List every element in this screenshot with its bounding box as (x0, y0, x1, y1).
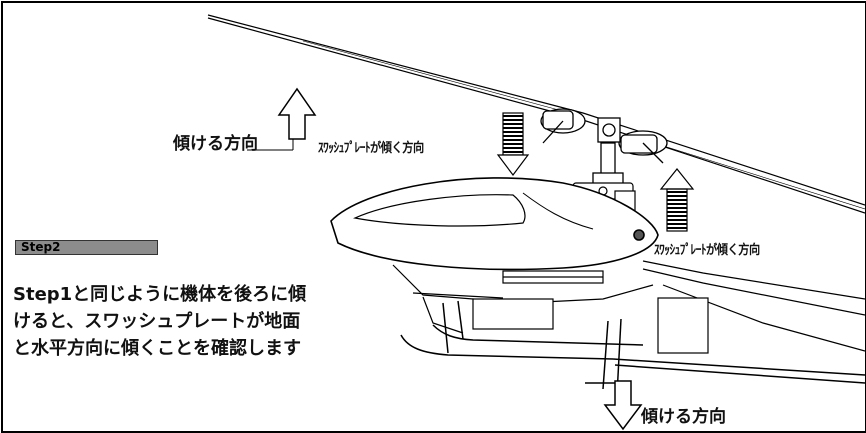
instruction-line: と水平方向に傾くことを確認します (13, 338, 301, 359)
tilt-direction-label-top: 傾ける方向 (173, 134, 258, 154)
landing-skid (400, 300, 865, 396)
swash-tilt-label-rear: ｽﾜｯｼｭﾌﾟﾚｰﾄが傾く方向 (654, 243, 760, 258)
canopy (330, 177, 659, 271)
tilt-arrow-up (277, 87, 317, 140)
swash-arrow-up (659, 168, 695, 232)
helicopter-illustration (207, 14, 865, 431)
tilt-arrow-down (603, 380, 643, 431)
rotor-head (540, 108, 668, 186)
tilt-direction-label-bottom: 傾ける方向 (641, 407, 726, 427)
instruction-text: Step1と同じように機体を後ろに傾 けると、スワッシュプレートが地面 と水平方… (13, 281, 393, 362)
step-badge: Step2 (15, 240, 158, 255)
swash-tilt-label-front: ｽﾜｯｼｭﾌﾟﾚｰﾄが傾く方向 (318, 141, 424, 156)
instruction-line: けると、スワッシュプレートが地面 (13, 311, 301, 332)
swash-arrow-down (496, 112, 530, 176)
frame-body (392, 260, 865, 354)
instruction-line: Step1と同じように機体を後ろに傾 (13, 284, 307, 305)
